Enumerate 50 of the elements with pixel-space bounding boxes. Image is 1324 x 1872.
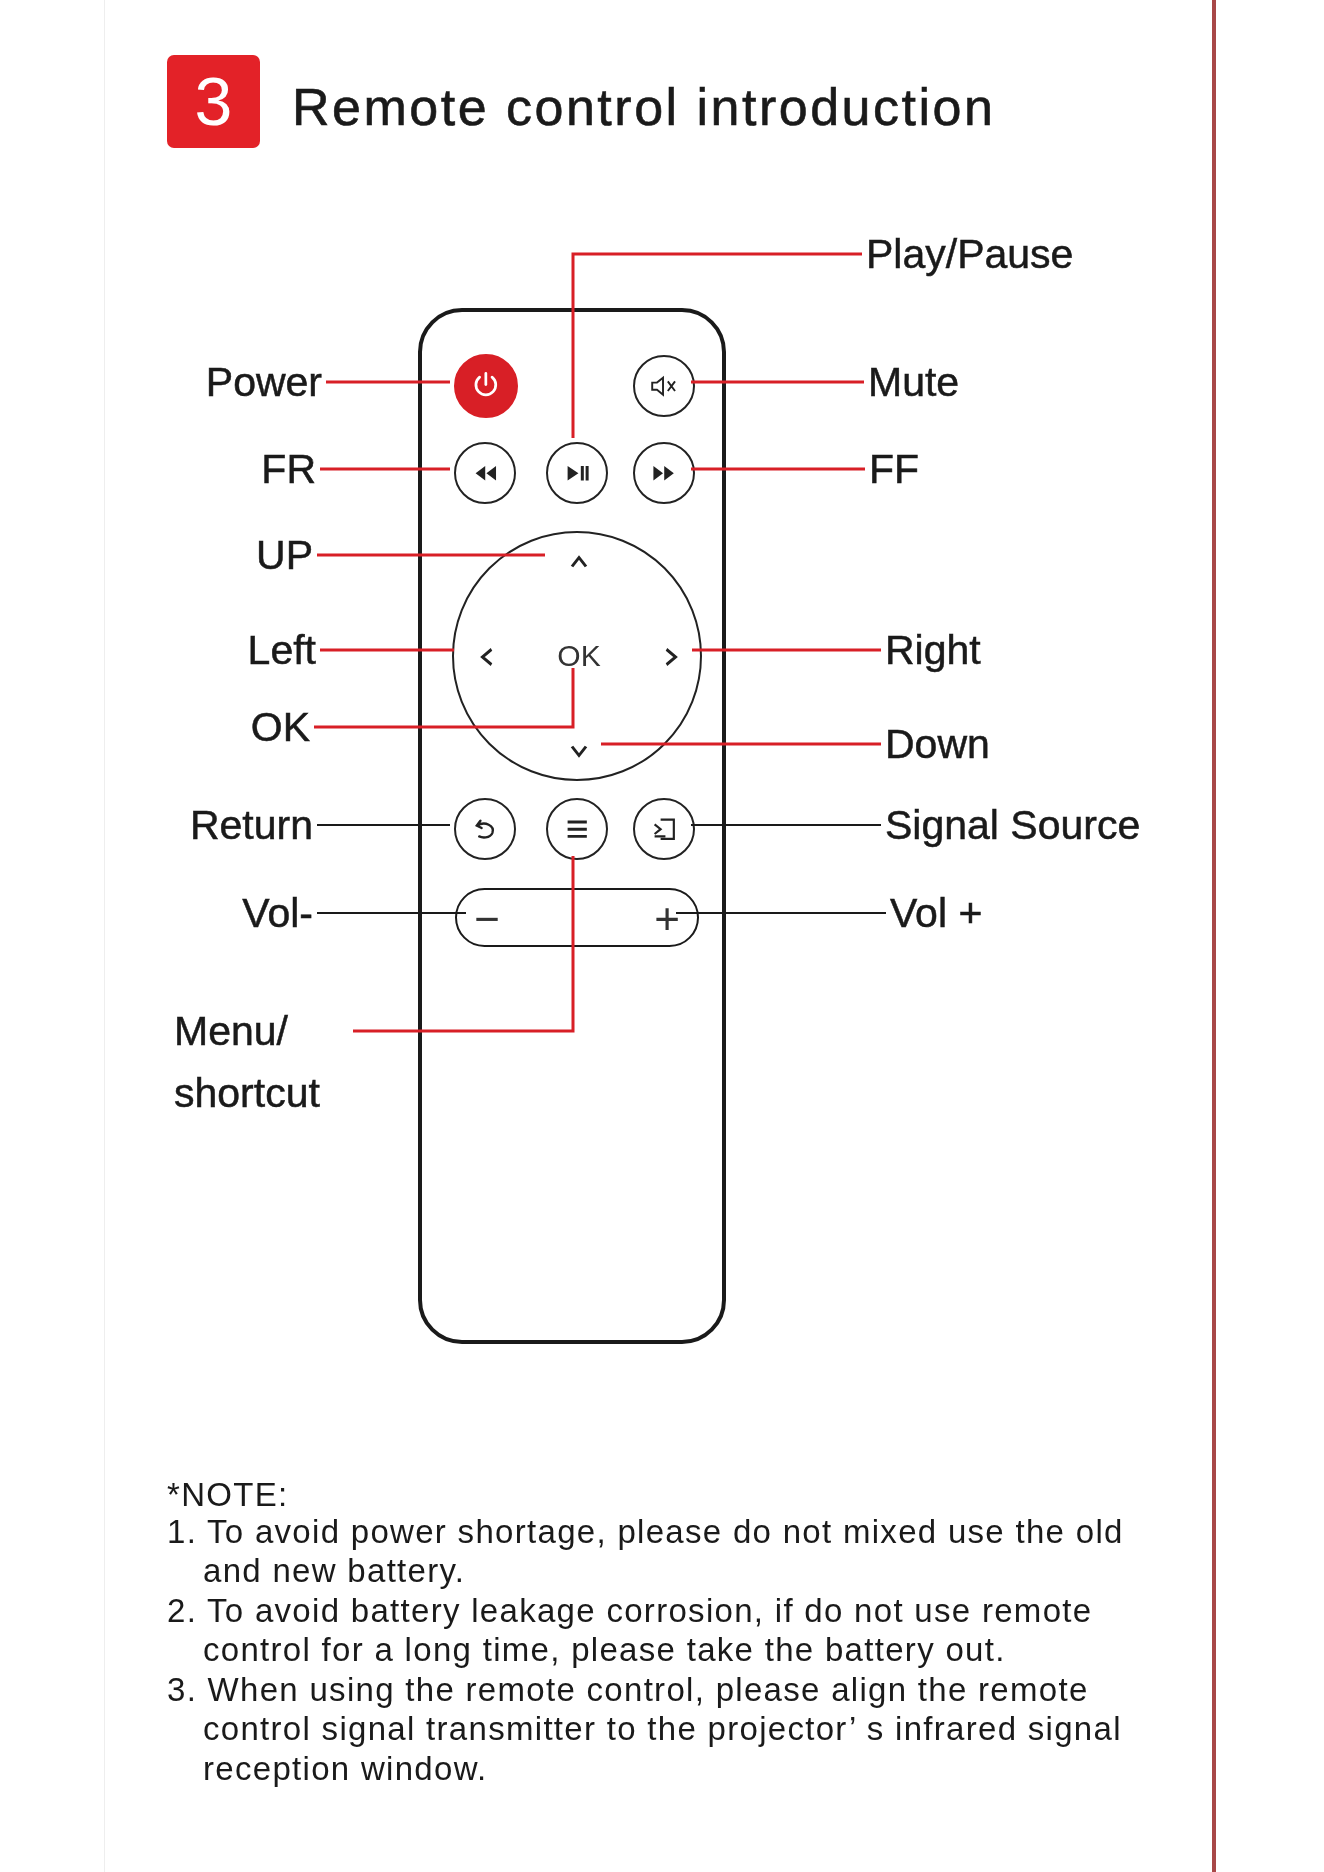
button-label: OK [110,703,310,751]
button-label: Down [885,720,1085,768]
leader-line [675,912,887,914]
page-title: Remote control introduction [292,77,996,138]
rewind-button [454,442,516,504]
leader-line [692,648,881,652]
button-label: Right [885,626,1085,674]
volume-rocker [455,888,699,947]
direction-pad [452,531,702,781]
key-symbol: − [472,896,502,942]
button-label: Vol + [890,889,1090,937]
leader-line [690,824,882,826]
power-button [454,354,518,418]
button-label: Return [113,801,313,849]
key-symbol: + [652,896,682,942]
leader-line [353,856,575,1033]
note-item: 2. To avoid battery leakage corrosion, if do not use remote control for a long time, please take the battery out. [167,1591,1094,1670]
fast-forward-button [633,442,695,504]
leader-line [316,824,451,826]
leader-line [320,467,450,471]
leader-line [314,668,575,729]
button-label: Play/Pause [866,230,1126,278]
button-label: FF [869,445,1069,493]
button-label: Menu/ shortcut [174,1000,349,1124]
leader-line [691,380,864,384]
leader-line [316,912,467,914]
source-button [633,798,695,860]
ok-key: OK [554,638,604,674]
section-number-badge: 3 [167,55,260,148]
button-label: Left [116,626,316,674]
leader-line [317,553,545,557]
leader-line [691,467,865,471]
button-label: Power [122,358,322,406]
play-pause-button [546,442,608,504]
button-label: Signal Source [885,801,1185,849]
button-label: Vol- [113,889,313,937]
return-button [454,798,516,860]
mute-button [633,355,695,417]
button-label: UP [113,531,313,579]
leader-line [601,742,881,746]
button-label: FR [116,445,316,493]
leader-line [320,648,454,652]
remote-body [418,308,726,1344]
note-item: 1. To avoid power shortage, please do not mixed use the old and new battery. [167,1512,1125,1591]
note-item: 3. When using the remote control, please align the remote control signal transmitter to the projector’ s infrared signal reception window. [167,1670,1123,1789]
note-heading: *NOTE: [167,1475,290,1515]
button-label: Mute [868,358,1068,406]
menu-button [546,798,608,860]
leader-line [326,380,450,384]
leader-line [571,252,862,438]
